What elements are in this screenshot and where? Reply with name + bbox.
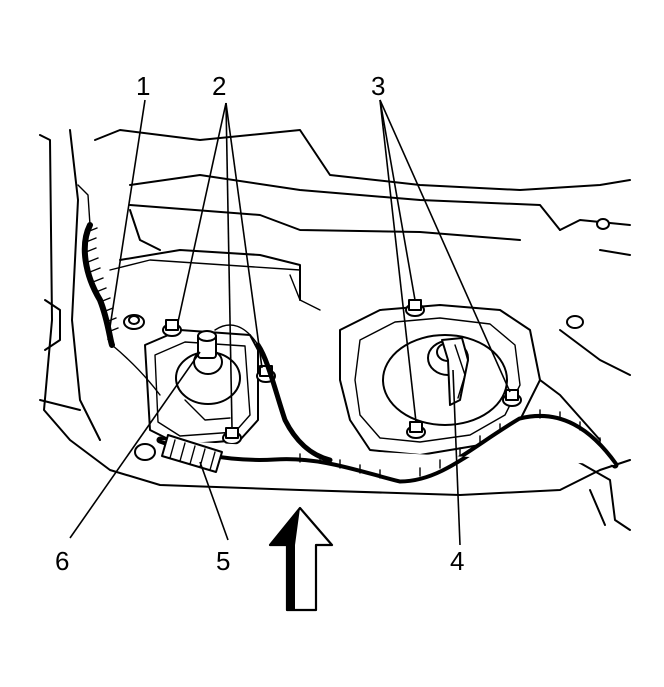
callout-6: 6 [55, 546, 69, 576]
nut-3b [406, 421, 426, 439]
callout-1: 1 [136, 71, 150, 101]
callout-2: 2 [212, 71, 226, 101]
nut-3c [502, 389, 522, 407]
nut-2c [222, 427, 242, 445]
bolt-right-bracket [566, 218, 610, 329]
callout-3: 3 [371, 71, 385, 101]
callout-labels: 1 2 3 4 5 6 [55, 71, 464, 576]
bolt-left-bracket [123, 314, 145, 330]
callout-5: 5 [216, 546, 230, 576]
nut-2a [162, 319, 182, 337]
harness-connector [134, 434, 223, 473]
coiled-harness [77, 184, 161, 396]
direction-arrow [268, 506, 334, 612]
nut-3a [405, 299, 425, 317]
leader-lines [69, 99, 511, 546]
wiring-harness [156, 324, 619, 484]
right-strut-tower [339, 304, 541, 456]
vehicle-body-outline [39, 129, 631, 531]
left-strut-mount [144, 329, 259, 446]
callout-4: 4 [450, 546, 464, 576]
